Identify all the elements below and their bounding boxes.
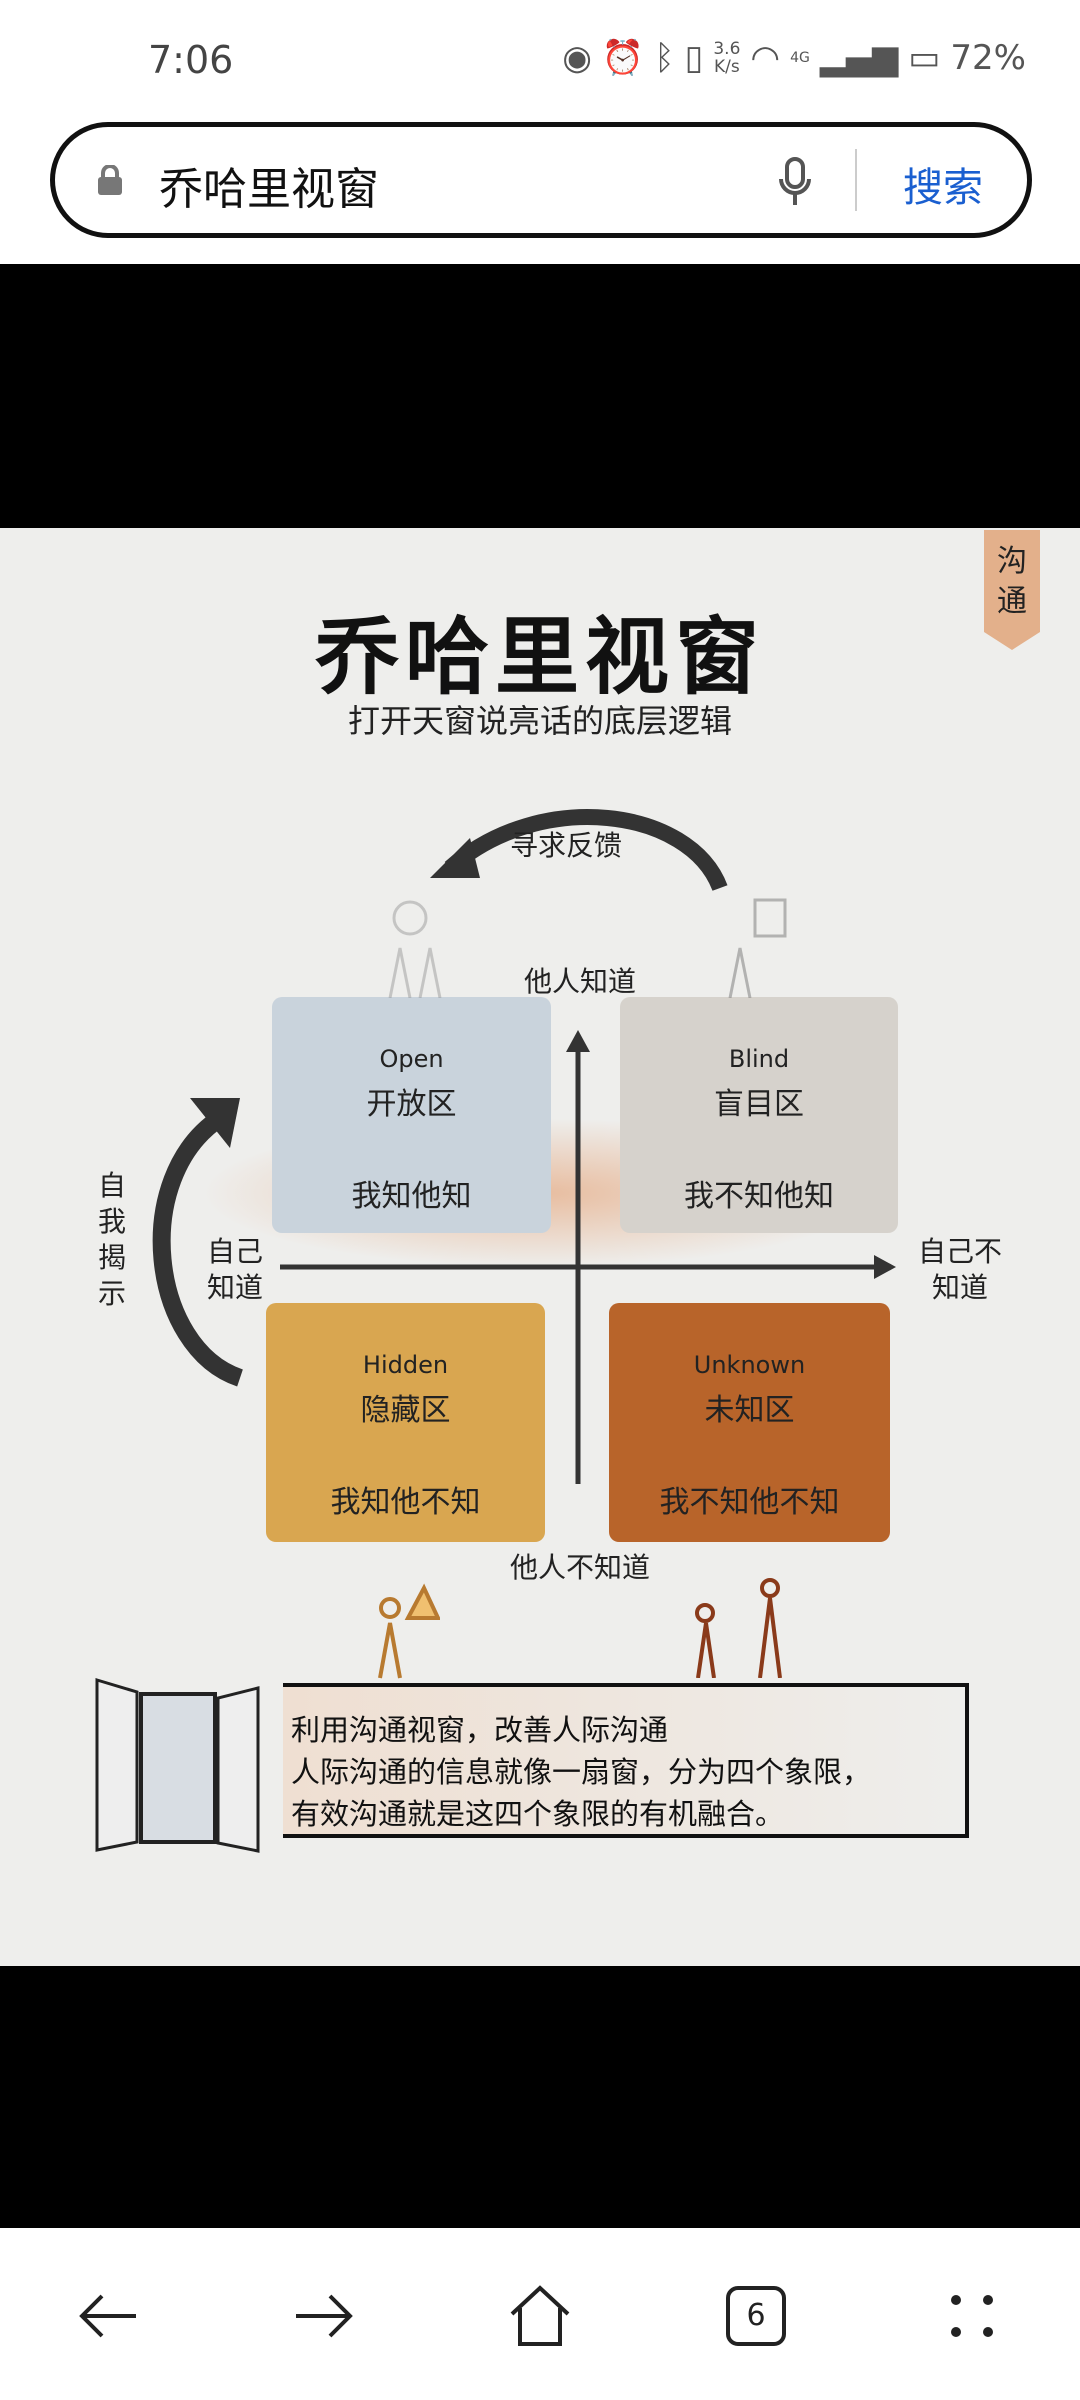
- lock-icon: [98, 165, 122, 195]
- open-window-icon: [95, 1678, 260, 1853]
- quadrant-phrase: 我知他知: [351, 1179, 472, 1214]
- search-button[interactable]: 搜索: [903, 165, 983, 211]
- axis-top-label: 他人知道: [523, 965, 636, 998]
- browser-nav-bar: 6: [0, 2228, 1080, 2400]
- home-icon[interactable]: [508, 2284, 572, 2348]
- people-discover-icon: [695, 1578, 782, 1678]
- more-menu-icon[interactable]: [940, 2284, 1004, 2348]
- search-input[interactable]: 乔哈里视窗: [159, 164, 379, 215]
- quadrant-open: Open 开放区 我知他知: [272, 997, 551, 1233]
- axis-bottom-label: 他人不知道: [509, 1551, 650, 1584]
- quadrant-blind: Blind 盲目区 我不知他知: [620, 997, 898, 1233]
- quadrant-zh: 盲目区: [714, 1087, 804, 1122]
- bluetooth-icon: ᛒ: [654, 38, 675, 78]
- text-box: 利用沟通视窗，改善人际沟通 人际沟通的信息就像一扇窗，分为四个象限， 有效沟通就…: [283, 1683, 969, 1838]
- search-bar[interactable]: 乔哈里视窗 搜索: [50, 122, 1032, 238]
- quadrant-en: Hidden: [362, 1351, 449, 1379]
- text-line: 人际沟通的信息就像一扇窗，分为四个象限，: [291, 1755, 872, 1789]
- person-hiding-icon: [378, 1583, 440, 1679]
- category-tag: 沟通: [984, 530, 1040, 650]
- image-subtitle: 打开天窗说亮话的底层逻辑: [347, 702, 732, 740]
- clock: 7:06: [148, 38, 234, 82]
- text-line: 利用沟通视窗，改善人际沟通: [291, 1713, 669, 1747]
- quadrant-hidden: Hidden 隐藏区 我知他不知: [266, 1303, 545, 1542]
- quadrant-zh: 隐藏区: [360, 1393, 451, 1428]
- quadrant-zh: 开放区: [366, 1087, 457, 1122]
- wifi-icon: ◠: [750, 38, 781, 78]
- image-title: 乔哈里视窗: [314, 608, 765, 706]
- net-speed-unit: K/s: [714, 57, 740, 77]
- quadrant-zh: 未知区: [704, 1393, 795, 1428]
- johari-window-image[interactable]: 沟通 乔哈里视窗 打开天窗说亮话的底层逻辑 寻求反馈 自我揭示 他人知道 他人不…: [0, 528, 1080, 1966]
- back-arrow-icon[interactable]: [76, 2284, 140, 2348]
- axis-right-label: 自己不知道: [917, 1235, 1002, 1304]
- letterbox-top: [0, 264, 1080, 528]
- quadrant-phrase: 我不知他知: [684, 1179, 834, 1214]
- feedback-arrow-icon: [430, 809, 728, 892]
- quadrant-en: Blind: [728, 1045, 790, 1073]
- microphone-icon[interactable]: [775, 157, 815, 207]
- net-speed-value: 3.6: [713, 39, 741, 59]
- top-arrow-label: 寻求反馈: [510, 829, 623, 862]
- battery-icon: ▭: [908, 38, 941, 78]
- text-line: 有效沟通就是这四个象限的有机融合。: [291, 1797, 785, 1831]
- person-question-icon: [728, 898, 787, 998]
- axes: [280, 1030, 896, 1484]
- left-arrow-label: 自我揭示: [97, 1169, 126, 1310]
- alarm-icon: ⏰: [601, 38, 645, 78]
- quadrant-unknown: Unknown 未知区 我不知他不知: [609, 1303, 890, 1542]
- letterbox-bottom: [0, 1966, 1080, 2228]
- signal-icon: ▂▄▆: [819, 38, 899, 78]
- quadrant-en: Unknown: [693, 1351, 806, 1379]
- quadrant-en: Open: [379, 1045, 444, 1073]
- quadrant-phrase: 我不知他不知: [659, 1485, 840, 1520]
- eye-icon: ◉: [562, 38, 592, 78]
- network-type: 4G: [790, 50, 810, 66]
- tabs-button[interactable]: 6: [726, 2286, 786, 2346]
- divider: [855, 149, 857, 211]
- quadrant-phrase: 我知他不知: [330, 1485, 481, 1520]
- battery-level: 72%: [950, 38, 1026, 78]
- vibrate-icon: ▯: [684, 38, 704, 78]
- disclosure-arrow-icon: [152, 1098, 244, 1387]
- person-feedback-icon: [388, 900, 442, 998]
- forward-arrow-icon[interactable]: [292, 2284, 356, 2348]
- axis-left-label: 自己知道: [206, 1235, 263, 1304]
